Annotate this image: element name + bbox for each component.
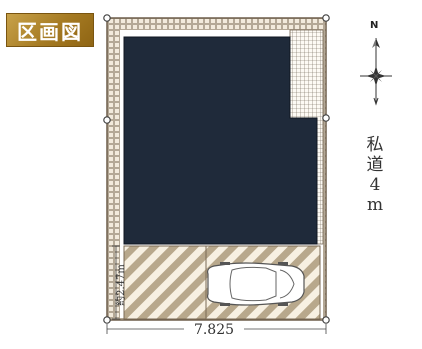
section-plan-badge: 区画図 (6, 13, 94, 47)
building-footprint (123, 36, 318, 245)
section-plan-label: 区画図 (17, 19, 83, 44)
side-dimension-label: 約2.47m (116, 264, 127, 306)
road-label: 私 道 4 m (360, 135, 390, 215)
side-dimension-line (112, 245, 120, 320)
boundary-markers (103, 14, 330, 324)
compass-rose-icon (360, 38, 392, 106)
road-label-char: 道 (366, 155, 384, 175)
car-icon (207, 262, 305, 306)
north-label: N (370, 20, 379, 31)
road-label-char: 4 (369, 175, 381, 195)
road-label-char: 私 (366, 135, 384, 155)
road-label-char: m (366, 195, 384, 215)
frontage-dimension-label: 7.825 (184, 322, 244, 338)
